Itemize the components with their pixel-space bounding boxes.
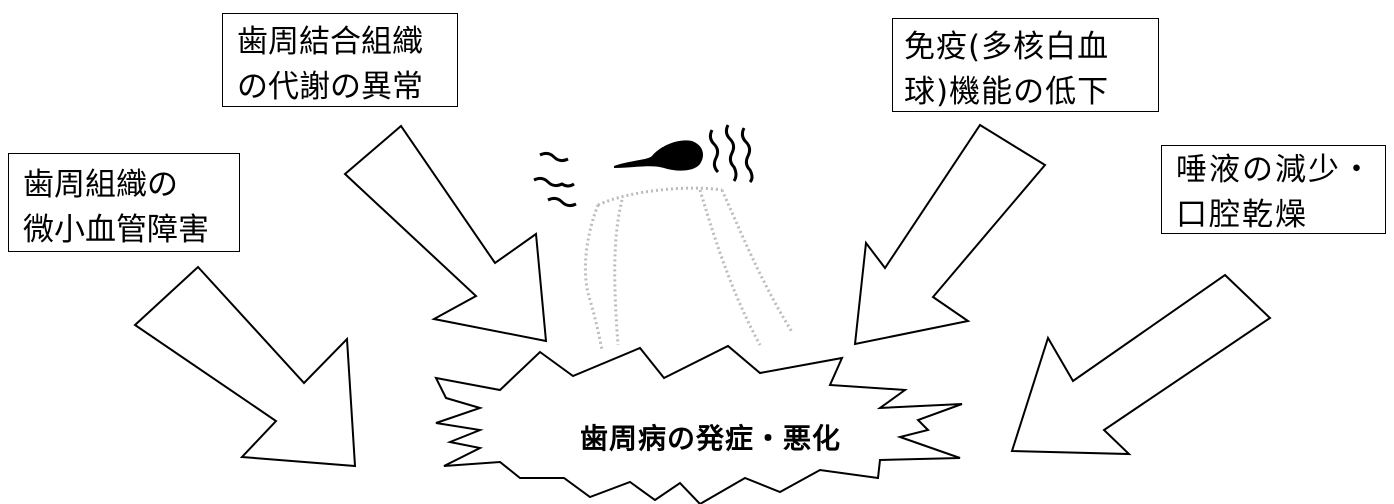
box-line-1: 歯周結合組織 [237, 24, 423, 60]
odor-lines-right-icon [708, 124, 754, 184]
box-immune-function: 免疫(多核白血 球)機能の低下 [892, 18, 1159, 112]
box-line-1: 歯周組織の [23, 167, 178, 203]
box-connective-tissue-metabolism: 歯周結合組織 の代謝の異常 [222, 13, 458, 107]
box-line-2: 微小血管障害 [23, 212, 209, 248]
arrow-from-immune-icon [853, 123, 1047, 346]
tooth-illustration-icon [583, 186, 794, 351]
odor-lines-left-icon [533, 151, 577, 208]
box-line-1: 免疫(多核白血 [904, 29, 1110, 65]
box-periodontal-microvascular: 歯周組織の 微小血管障害 [8, 153, 240, 252]
arrow-from-saliva-icon [1010, 273, 1272, 456]
arrow-from-microvascular-icon [133, 265, 357, 468]
box-saliva-dry-mouth: 唾液の減少・ 口腔乾燥 [1161, 145, 1386, 234]
box-line-2: の代謝の異常 [237, 69, 423, 105]
box-line-2: 口腔乾燥 [1176, 197, 1308, 233]
bacteria-icon [614, 140, 704, 171]
arrow-from-metabolism-icon [343, 124, 548, 343]
starburst-icon [434, 344, 963, 504]
box-line-2: 球)機能の低下 [904, 74, 1110, 110]
center-outcome-label: 歯周病の発症・悪化 [580, 422, 842, 455]
box-line-1: 唾液の減少・ [1176, 152, 1374, 188]
